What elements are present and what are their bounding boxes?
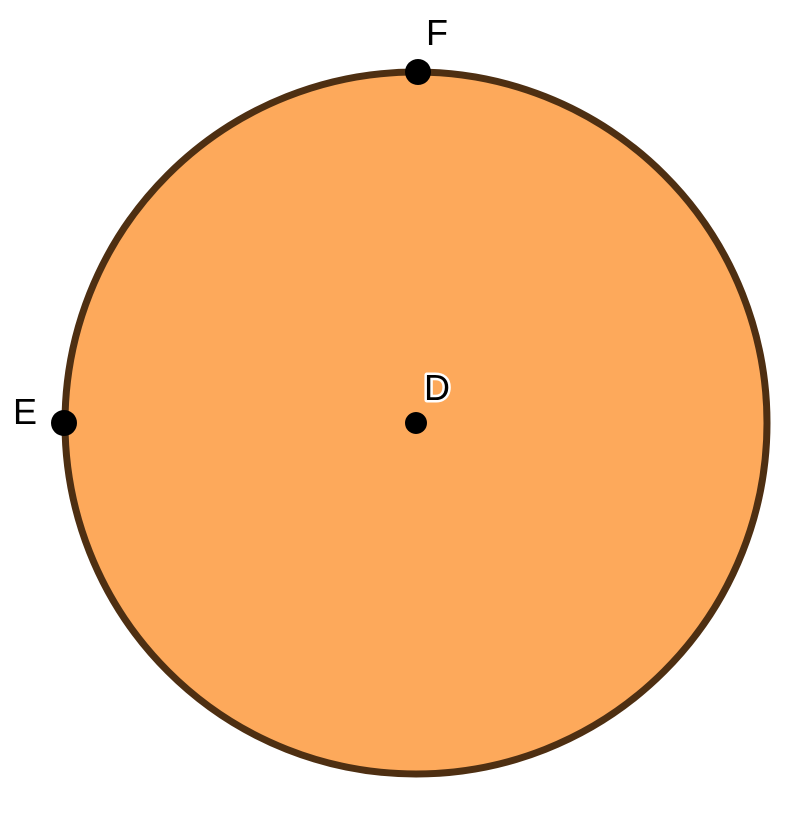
label-e: E [13,391,37,432]
point-d[interactable] [405,412,427,434]
point-e[interactable] [51,410,77,436]
label-d: D [424,367,450,408]
label-f: F [426,12,448,53]
point-f[interactable] [405,59,431,85]
